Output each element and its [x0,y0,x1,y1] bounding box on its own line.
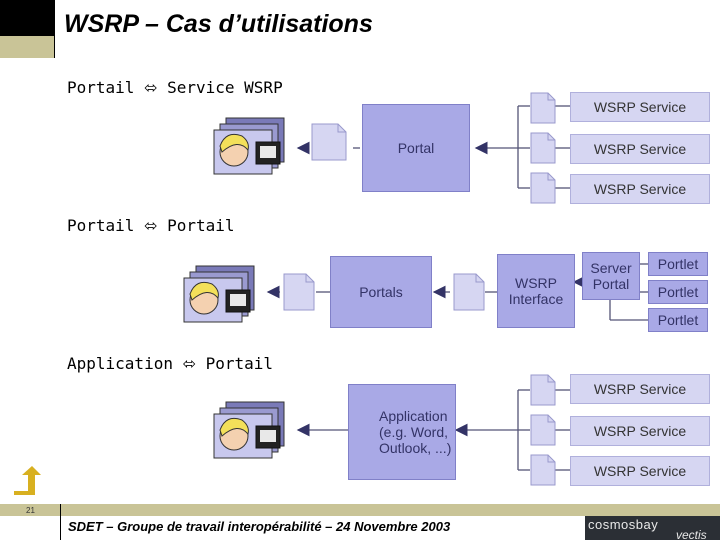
document-icon [310,122,347,161]
portals-label: Portals [359,284,403,300]
section-label-portail-service: Portail ⬄ Service WSRP [67,78,283,97]
page-number: 21 [26,506,35,515]
document-icon [530,172,556,204]
wsrp-service-box: WSRP Service [570,374,710,404]
document-icon [282,272,315,311]
portlet-box: Portlet [648,252,708,276]
brand-name-vectis: vectis [676,528,707,542]
document-icon [452,272,485,311]
document-icon [530,132,556,164]
section-label-application-portail: Application ⬄ Portail [67,354,274,373]
portlet-box: Portlet [648,280,708,304]
application-label: Application (e.g. Word, Outlook, ...) [379,408,452,456]
portlet-box: Portlet [648,308,708,332]
wsrp-service-box: WSRP Service [570,416,710,446]
section-label-portail-portail: Portail ⬄ Portail [67,216,235,235]
footer-text: SDET – Groupe de travail interopérabilit… [68,519,451,534]
portals-box: Portals [330,256,432,328]
document-icon [530,374,556,406]
brand-name-cosmosbay: cosmosbay [588,517,659,532]
portal-box: Portal [362,104,470,192]
wsrp-service-box: WSRP Service [570,92,710,122]
footer-divider [60,504,61,540]
document-icon [530,454,556,486]
server-portal-label: Server Portal [590,260,632,292]
wsrp-interface-box: WSRP Interface [497,254,575,328]
header-accent [0,36,54,58]
server-portal-box: Server Portal [582,252,640,300]
application-box: Application (e.g. Word, Outlook, ...) [348,384,456,480]
back-arrow-icon[interactable] [10,465,42,495]
users-icon [178,264,268,328]
footer-accent [0,504,720,516]
header-divider [54,0,55,58]
users-icon [208,400,298,464]
wsrp-service-box: WSRP Service [570,456,710,486]
document-icon [530,414,556,446]
users-icon [208,116,298,180]
slide-title: WSRP – Cas d’utilisations [64,10,373,38]
document-icon [530,92,556,124]
header-block [0,0,54,36]
brand-logo [585,516,720,540]
wsrp-service-box: WSRP Service [570,174,710,204]
wsrp-service-box: WSRP Service [570,134,710,164]
portal-label: Portal [397,140,435,156]
wsrp-interface-label: WSRP Interface [508,275,564,307]
